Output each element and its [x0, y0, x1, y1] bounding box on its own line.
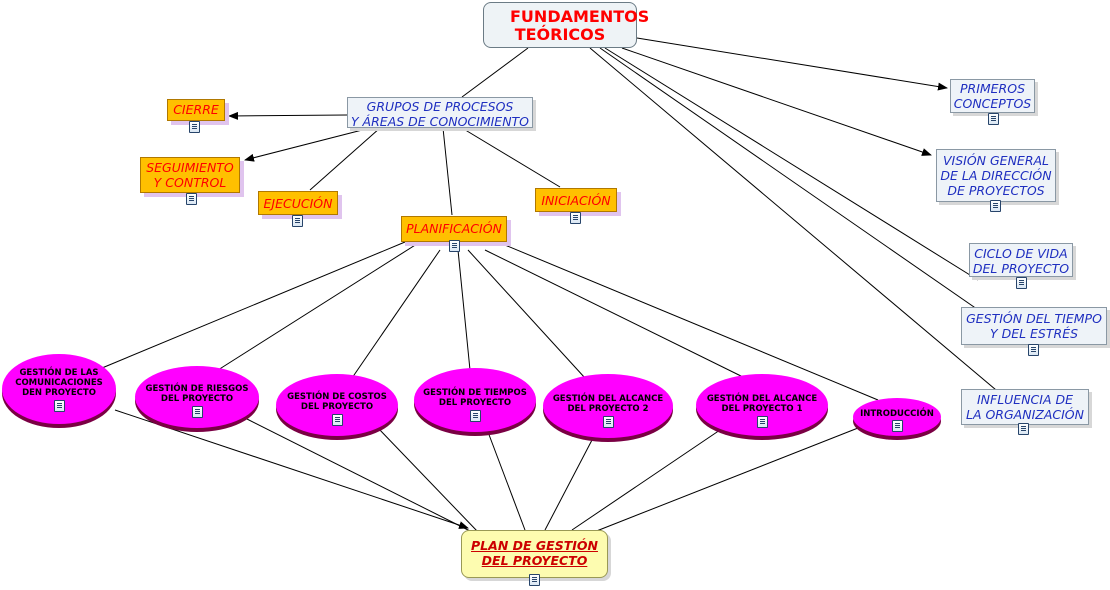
document-icon[interactable]: [1016, 277, 1027, 289]
node-ejecucion[interactable]: EJECUCIÓN: [258, 191, 338, 215]
hub-node-grupos-procesos[interactable]: GRUPOS DE PROCESOS Y ÁREAS DE CONOCIMIEN…: [347, 97, 533, 129]
ejecucion-label: EJECUCIÓN: [263, 196, 333, 211]
document-icon[interactable]: [988, 113, 999, 125]
node-gestion-riesgos[interactable]: GESTIÓN DE RIESGOS DEL PROYECTO: [135, 366, 259, 428]
link-root-ciclo: [604, 47, 979, 281]
link-plan-alcance2: [467, 249, 586, 379]
tiempos-label: GESTIÓN DE TIEMPOS DEL PROYECTO: [423, 388, 527, 408]
comunicaciones-label: GESTIÓN DE LAS COMUNICACIONES DEN PROYEC…: [15, 368, 103, 398]
node-gestion-alcance-1[interactable]: GESTIÓN DEL ALCANCE DEL PROYECTO 1: [696, 374, 828, 436]
vision-label: VISIÓN GENERAL DE LA DIRECCIÓN DE PROYEC…: [940, 153, 1052, 198]
primeros-label: PRIMEROS CONCEPTOS: [953, 81, 1032, 111]
document-icon[interactable]: [602, 416, 614, 428]
link-root-tiempo: [599, 47, 1001, 326]
document-icon[interactable]: [469, 410, 481, 422]
link-hub-seguimiento: [244, 127, 371, 162]
document-icon[interactable]: [891, 420, 903, 432]
link-hub-planificacion: [442, 127, 453, 216]
link-root-vision: [621, 47, 932, 156]
link-plan-tiempos: [457, 249, 471, 371]
hub-label: GRUPOS DE PROCESOS Y ÁREAS DE CONOCIMIEN…: [350, 99, 530, 129]
link-hub-cierre: [228, 111, 348, 120]
riesgos-label: GESTIÓN DE RIESGOS DEL PROYECTO: [145, 384, 249, 404]
link-alcance1-final: [571, 429, 721, 531]
influencia-label: INFLUENCIA DE LA ORGANIZACIÓN: [965, 392, 1084, 422]
node-influencia-organizacion[interactable]: INFLUENCIA DE LA ORGANIZACIÓN: [961, 389, 1089, 425]
document-icon[interactable]: [292, 215, 303, 227]
document-icon[interactable]: [53, 400, 65, 412]
document-icon[interactable]: [1018, 423, 1029, 435]
iniciacion-label: INICIACIÓN: [541, 193, 611, 208]
costos-label: GESTIÓN DE COSTOS DEL PROYECTO: [287, 392, 387, 412]
link-hub-ejecucion: [309, 127, 381, 191]
document-icon[interactable]: [191, 406, 203, 418]
link-plan-introduccion: [504, 244, 879, 401]
tiempo-estres-label: GESTIÓN DEL TIEMPO Y DEL ESTRÉS: [966, 311, 1102, 341]
document-icon[interactable]: [756, 416, 768, 428]
node-cierre[interactable]: CIERRE: [167, 99, 225, 121]
link-comunicaciones-final: [114, 409, 469, 529]
link-tiempos-final: [487, 431, 526, 531]
link-introduccion-final: [593, 427, 859, 533]
document-icon[interactable]: [990, 200, 1001, 212]
link-plan-riesgos: [217, 241, 421, 371]
node-gestion-tiempos[interactable]: GESTIÓN DE TIEMPOS DEL PROYECTO: [414, 368, 536, 432]
link-plan-comunicaciones: [101, 241, 406, 369]
node-plan-gestion-proyecto[interactable]: PLAN DE GESTIÓN DEL PROYECTO: [461, 530, 608, 578]
link-costos-final: [377, 427, 479, 533]
link-alcance2-final: [544, 439, 593, 531]
node-seguimiento[interactable]: SEGUIMIENTO Y CONTROL: [140, 157, 240, 193]
link-plan-costos: [351, 249, 441, 379]
link-root-hub: [461, 47, 529, 98]
link-riesgos-final: [244, 417, 473, 533]
node-primeros-conceptos[interactable]: PRIMEROS CONCEPTOS: [950, 79, 1035, 113]
document-icon[interactable]: [186, 193, 197, 205]
node-gestion-tiempo-estres[interactable]: GESTIÓN DEL TIEMPO Y DEL ESTRÉS: [961, 307, 1107, 345]
root-title: FUNDAMENTOS TEÓRICOS: [510, 7, 650, 44]
node-gestion-alcance-2[interactable]: GESTIÓN DEL ALCANCE DEL PROYECTO 2: [543, 374, 673, 438]
seguimiento-label: SEGUIMIENTO Y CONTROL: [146, 160, 234, 190]
document-icon[interactable]: [570, 212, 581, 224]
ciclo-label: CICLO DE VIDA DEL PROYECTO: [972, 246, 1070, 276]
document-icon[interactable]: [331, 414, 343, 426]
node-iniciacion[interactable]: INICIACIÓN: [535, 188, 617, 212]
document-icon[interactable]: [449, 240, 460, 252]
link-hub-iniciacion: [461, 127, 561, 188]
link-plan-alcance1: [484, 249, 746, 379]
planificacion-label: PLANIFICACIÓN: [406, 221, 502, 236]
node-gestion-comunicaciones[interactable]: GESTIÓN DE LAS COMUNICACIONES DEN PROYEC…: [2, 354, 116, 424]
final-label: PLAN DE GESTIÓN DEL PROYECTO: [471, 538, 598, 568]
link-root-primeros: [636, 37, 948, 91]
document-icon[interactable]: [529, 574, 540, 586]
link-root-influencia: [589, 47, 1003, 396]
document-icon[interactable]: [1028, 344, 1039, 356]
alcance2-label: GESTIÓN DEL ALCANCE DEL PROYECTO 2: [552, 394, 664, 414]
document-icon[interactable]: [189, 121, 200, 133]
cierre-label: CIERRE: [173, 102, 219, 117]
node-planificacion[interactable]: PLANIFICACIÓN: [401, 216, 507, 242]
node-introduccion[interactable]: INTRODUCCIÓN: [853, 398, 941, 436]
root-node-fundamentos[interactable]: FUNDAMENTOS TEÓRICOS: [483, 2, 650, 48]
node-ciclo-vida[interactable]: CICLO DE VIDA DEL PROYECTO: [969, 243, 1073, 277]
introduccion-label: INTRODUCCIÓN: [860, 409, 934, 419]
alcance1-label: GESTIÓN DEL ALCANCE DEL PROYECTO 1: [706, 394, 818, 414]
node-gestion-costos[interactable]: GESTIÓN DE COSTOS DEL PROYECTO: [276, 374, 398, 436]
node-vision-general[interactable]: VISIÓN GENERAL DE LA DIRECCIÓN DE PROYEC…: [936, 149, 1056, 202]
